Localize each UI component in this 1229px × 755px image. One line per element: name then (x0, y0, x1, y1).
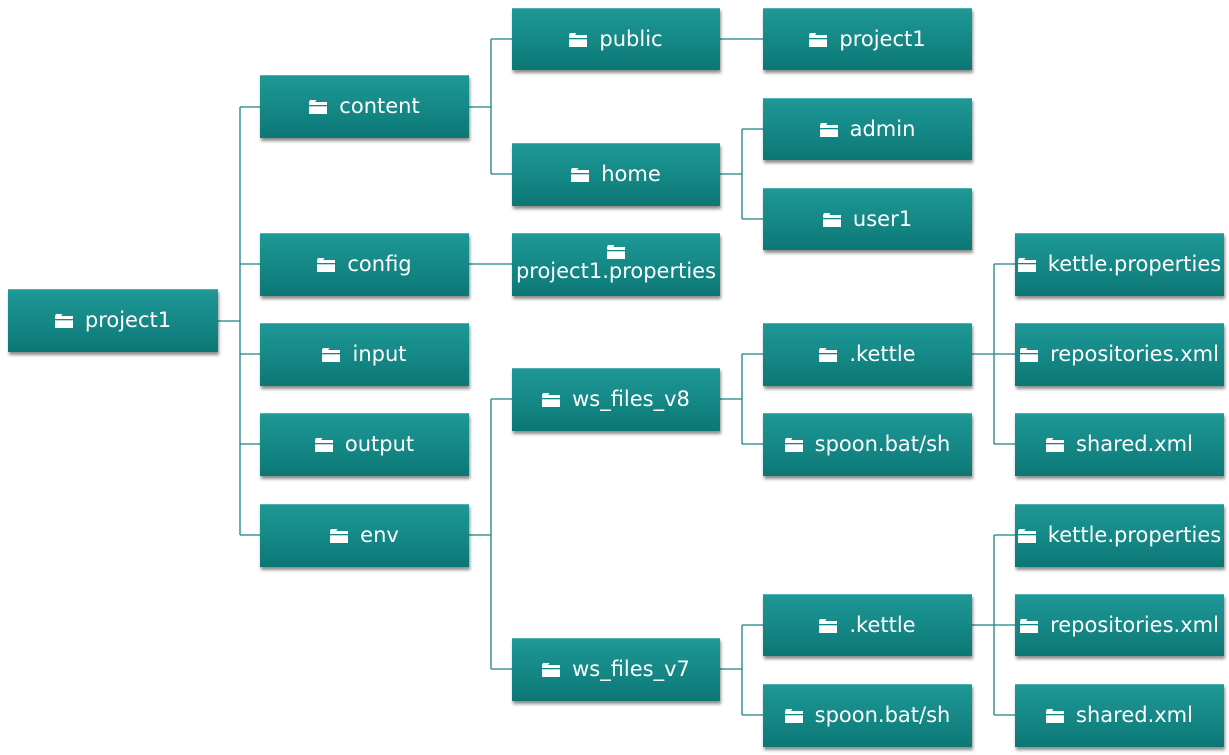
node-label: ws_files_v7 (572, 657, 690, 682)
node-config[interactable]: config (260, 233, 469, 296)
node-shared-v7[interactable]: shared.xml (1015, 684, 1224, 747)
node-label: ws_files_v8 (572, 387, 690, 412)
node-label: content (339, 94, 420, 119)
node-label: repositories.xml (1050, 612, 1219, 637)
node-label: shared.xml (1076, 432, 1193, 457)
folder-icon (569, 32, 588, 47)
folder-icon (1020, 618, 1039, 633)
node-label: .kettle (849, 612, 916, 637)
node-label: .kettle (849, 342, 916, 367)
node-kettle-v7[interactable]: .kettle (763, 594, 972, 656)
folder-icon (1046, 709, 1065, 723)
folder-icon (1046, 438, 1065, 452)
folder-icon (309, 100, 328, 114)
node-spoon-v7[interactable]: spoon.bat/sh (763, 684, 972, 747)
folder-icon (607, 245, 625, 260)
folder-icon (571, 168, 590, 182)
node-label: user1 (852, 206, 913, 231)
node-label: project1 (84, 308, 172, 333)
node-ws-files-v7[interactable]: ws_files_v7 (512, 638, 720, 701)
folder-icon (1017, 529, 1036, 543)
node-public-project1[interactable]: project1 (763, 8, 972, 70)
node-public[interactable]: public (512, 8, 720, 70)
node-home[interactable]: home (512, 143, 720, 206)
node-admin[interactable]: admin (763, 98, 972, 160)
node-label: admin (849, 116, 916, 141)
folder-icon (819, 348, 838, 362)
folder-icon (784, 709, 803, 723)
folder-icon (314, 438, 333, 452)
node-label: spoon.bat/sh (814, 432, 951, 457)
folder-icon (1017, 258, 1036, 272)
node-kettle-v8[interactable]: .kettle (763, 323, 972, 386)
node-project1-properties[interactable]: project1.properties (512, 233, 720, 296)
node-label: output (344, 432, 415, 457)
node-label: project1 (839, 26, 926, 51)
node-label: shared.xml (1076, 703, 1193, 728)
node-repositories-v7[interactable]: repositories.xml (1015, 594, 1224, 656)
node-label: env (360, 523, 399, 548)
folder-icon (54, 314, 73, 328)
node-kettle-properties-v8[interactable]: kettle.properties (1015, 233, 1224, 296)
folder-icon (784, 438, 803, 452)
folder-icon (322, 348, 341, 362)
folder-icon (819, 122, 838, 137)
node-label: public (599, 26, 663, 51)
node-label: spoon.bat/sh (814, 703, 951, 728)
node-content[interactable]: content (260, 75, 469, 138)
folder-icon (1020, 348, 1039, 362)
node-ws-files-v8[interactable]: ws_files_v8 (512, 368, 720, 431)
folder-icon (822, 212, 841, 227)
node-label: kettle.properties (1047, 252, 1222, 277)
node-output[interactable]: output (260, 413, 469, 476)
folder-icon (542, 663, 561, 677)
node-user1[interactable]: user1 (763, 188, 972, 250)
folder-icon (330, 529, 349, 543)
node-project1-root[interactable]: project1 (8, 289, 218, 352)
node-label: input (352, 342, 407, 367)
folder-icon (317, 258, 336, 272)
node-label: repositories.xml (1050, 342, 1219, 367)
node-label: kettle.properties (1047, 523, 1222, 548)
node-env[interactable]: env (260, 504, 469, 567)
node-shared-v8[interactable]: shared.xml (1015, 413, 1224, 476)
folder-icon (819, 618, 838, 633)
node-repositories-v8[interactable]: repositories.xml (1015, 323, 1224, 386)
node-kettle-properties-v7[interactable]: kettle.properties (1015, 504, 1224, 567)
node-input[interactable]: input (260, 323, 469, 386)
node-label: project1.properties (515, 259, 717, 284)
folder-icon (809, 32, 828, 47)
node-label: config (347, 252, 412, 277)
folder-icon (542, 393, 561, 407)
node-label: home (601, 162, 661, 187)
node-spoon-v8[interactable]: spoon.bat/sh (763, 413, 972, 476)
